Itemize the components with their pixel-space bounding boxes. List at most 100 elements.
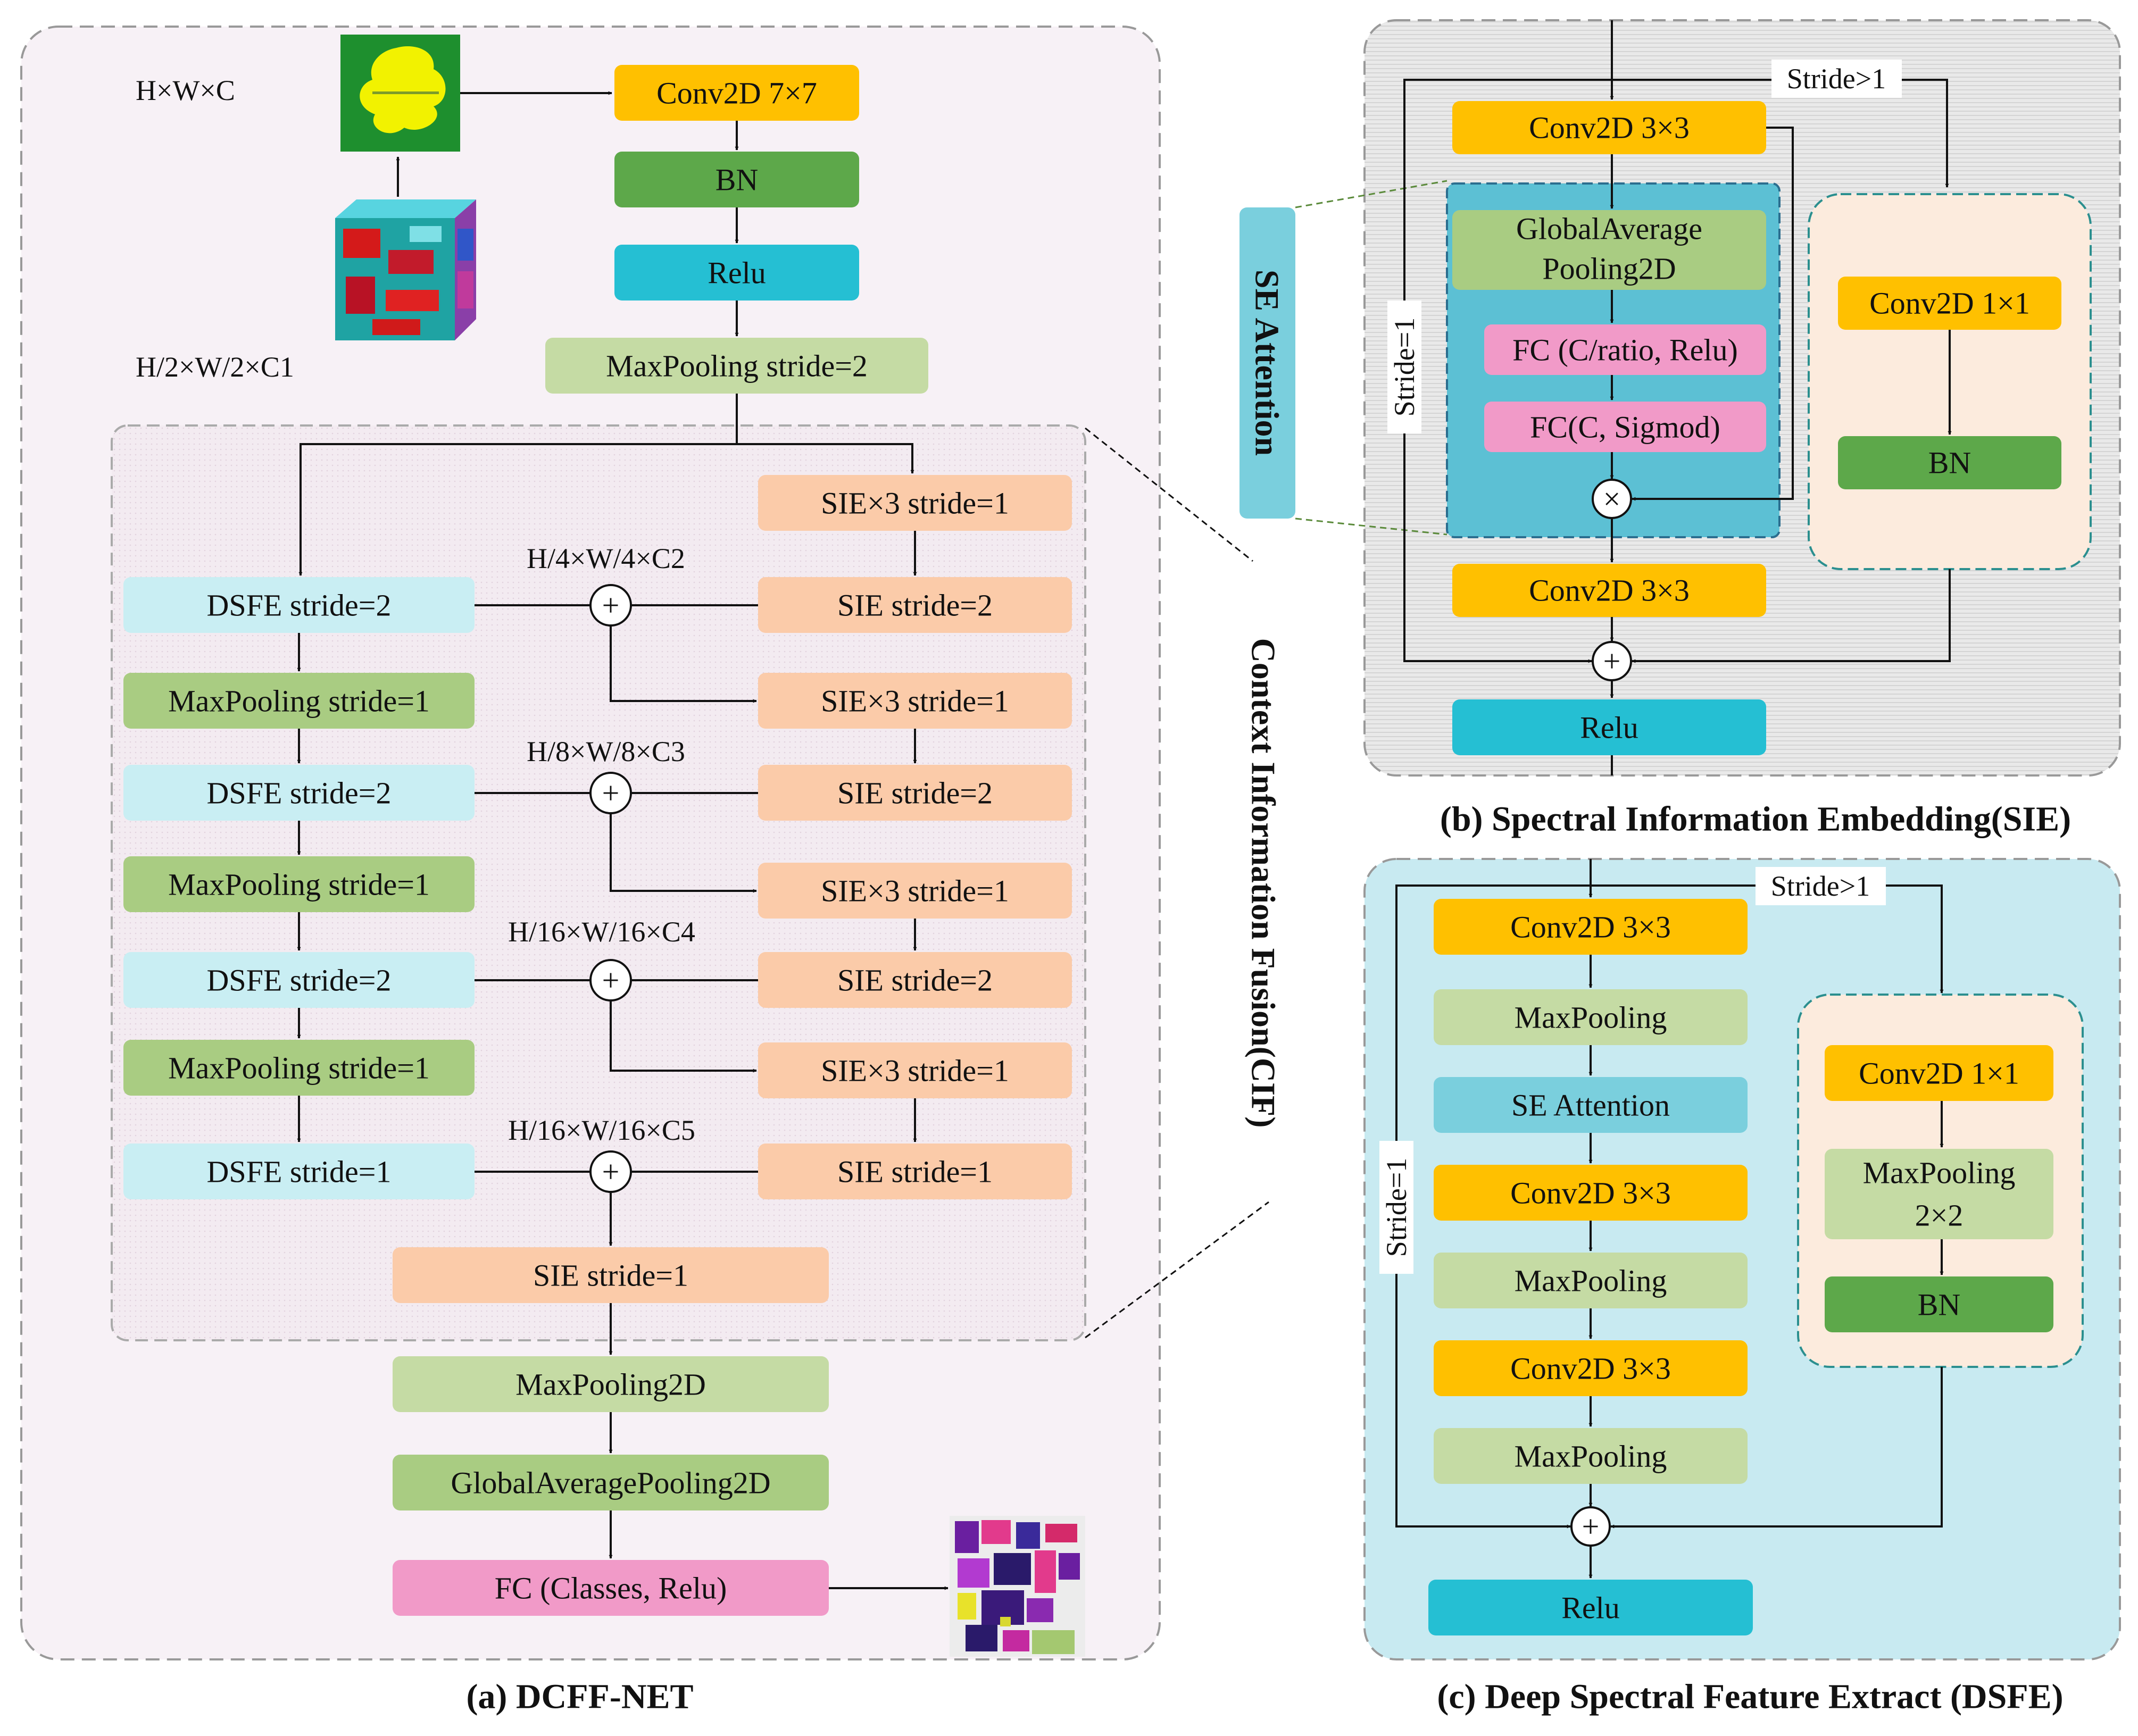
sie-short-bn-box: BN <box>1838 436 2061 489</box>
fusion-sie-box: SIE stride=1 <box>393 1247 829 1303</box>
stem-bn-box: BN <box>614 152 859 207</box>
dsfe-box-1: DSFE stride=2 <box>123 577 475 633</box>
cif-vertical-label: Context Information Fusion(CIF) <box>1245 638 1283 1128</box>
sie-box-3: SIE stride=2 <box>758 952 1072 1008</box>
dsfe-stride-eq-tag: Stride=1 <box>1379 1141 1413 1274</box>
dsfe-se-box: SE Attention <box>1434 1077 1748 1133</box>
dsfe-stride-eq-label: Stride=1 <box>1380 1158 1412 1257</box>
sie-relu-box: Relu <box>1452 699 1766 755</box>
cif-region <box>111 424 1086 1341</box>
dsfe-stride-gt-tag: Stride>1 <box>1756 867 1886 905</box>
sie-add-symbol: + <box>1603 644 1621 679</box>
sie-gap-label-line1: GlobalAverage <box>1516 212 1702 246</box>
panel-b-sie: SE Attention Conv2D 3×3 GlobalAverage Po… <box>1239 19 2121 839</box>
panel-b-caption: (b) Spectral Information Embedding(SIE) <box>1440 800 2071 839</box>
dim-input-label: H×W×C <box>136 74 235 106</box>
sie-stride-eq-tag: Stride=1 <box>1387 301 1421 433</box>
se-attention-side-label: SE Attention <box>1249 270 1286 456</box>
panel-c-dsfe: Conv2D 3×3 MaxPooling SE Attention Conv2… <box>1363 858 2121 1716</box>
dsfe-box-2: DSFE stride=2 <box>123 765 475 821</box>
dsfe-pool1-box: MaxPooling <box>1434 989 1748 1045</box>
sie3-box-1: SIE×3 stride=1 <box>758 475 1072 531</box>
hyperspectral-cube-thumbnail <box>335 199 476 340</box>
sie-fc2-box: FC(C, Sigmod) <box>1484 402 1766 452</box>
dsfe-pool2-label: MaxPooling <box>1515 1264 1667 1298</box>
stem-relu-label: Relu <box>708 256 766 290</box>
cif-zoom-line-top <box>1085 427 1253 562</box>
add-node-symbol: + <box>602 963 620 998</box>
dsfe-pool-label-1: MaxPooling stride=1 <box>168 684 430 719</box>
dsfe-short-pool-box: MaxPooling 2×2 <box>1825 1149 2053 1239</box>
dsfe-projection-shortcut <box>1591 884 1944 994</box>
panel-a-dcff-net: H×W×C H/2×W/2×C1 <box>20 26 1161 1716</box>
dsfe-pool-box-3: MaxPooling stride=1 <box>123 1040 475 1096</box>
stem-maxpool-box: MaxPooling stride=2 <box>545 338 928 394</box>
se-zoom-line-top <box>1295 180 1447 208</box>
dim-stem-label: H/2×W/2×C1 <box>136 351 294 383</box>
stem-to-dsfe-arrow <box>298 394 738 576</box>
dsfe-relu-box: Relu <box>1428 1580 1753 1635</box>
sie-short-conv-box: Conv2D 1×1 <box>1838 277 2061 330</box>
sie-gap-label-line2: Pooling2D <box>1542 252 1676 286</box>
sie-relu-label: Relu <box>1580 711 1638 745</box>
stem-bn-label: BN <box>716 163 759 197</box>
head-gap-box: GlobalAveragePooling2D <box>393 1455 829 1510</box>
sie-box-2: SIE stride=2 <box>758 765 1072 821</box>
stem-to-sie-arrow <box>737 443 914 474</box>
sie-stride-eq-label: Stride=1 <box>1388 318 1420 416</box>
sie-box-1: SIE stride=2 <box>758 577 1072 633</box>
dsfe-conv2-label: Conv2D 3×3 <box>1510 1176 1671 1211</box>
sie-label-1: SIE stride=2 <box>837 588 993 623</box>
stem-relu-box: Relu <box>614 245 859 301</box>
dsfe-short-pool-label-line2: 2×2 <box>1915 1198 1964 1233</box>
dsfe-conv1-box: Conv2D 3×3 <box>1434 899 1748 955</box>
dsfe-label-1: DSFE stride=2 <box>207 588 392 623</box>
dsfe-conv3-label: Conv2D 3×3 <box>1510 1351 1671 1386</box>
dsfe-label-3: DSFE stride=2 <box>207 963 392 998</box>
sie-multiply-symbol: × <box>1603 482 1621 516</box>
dsfe-pool2-box: MaxPooling <box>1434 1253 1748 1308</box>
dsfe-short-bn-label: BN <box>1918 1288 1961 1322</box>
stem-conv7x7-box: Conv2D 7×7 <box>614 65 859 121</box>
sie3-box-2: SIE×3 stride=1 <box>758 673 1072 729</box>
fusion-arrow <box>610 813 757 893</box>
sie-gap-box: GlobalAverage Pooling2D <box>1452 210 1766 290</box>
dsfe-pool-box-1: MaxPooling stride=1 <box>123 673 475 729</box>
dsfe-conv3-box: Conv2D 3×3 <box>1434 1340 1748 1396</box>
head-maxpool-label: MaxPooling2D <box>515 1367 706 1402</box>
se-zoom-line-bottom <box>1295 518 1447 536</box>
sie-stride-gt-tag: Stride>1 <box>1771 60 1902 98</box>
add-node-symbol: + <box>602 1155 620 1189</box>
dsfe-short-pool-label-line1: MaxPooling <box>1863 1156 2016 1190</box>
panel-c-caption: (c) Deep Spectral Feature Extract (DSFE) <box>1437 1677 2063 1716</box>
fusion-sie-label: SIE stride=1 <box>533 1258 688 1293</box>
sie3-box-4: SIE×3 stride=1 <box>758 1042 1072 1098</box>
dsfe-pool-label-3: MaxPooling stride=1 <box>168 1051 430 1086</box>
se-scale-arrow <box>1632 127 1794 501</box>
sie-fc1-box: FC (C/ratio, Relu) <box>1484 324 1766 375</box>
sie-conv-top-label: Conv2D 3×3 <box>1529 111 1690 145</box>
add-node-symbol: + <box>602 776 620 811</box>
sie-fc1-label: FC (C/ratio, Relu) <box>1512 333 1738 368</box>
fusion-arrow <box>610 1000 757 1073</box>
sie-fc2-label: FC(C, Sigmod) <box>1530 410 1720 445</box>
dsfe-pool1-label: MaxPooling <box>1515 1000 1667 1035</box>
dsfe-relu-label: Relu <box>1561 1591 1620 1625</box>
dsfe-short-bn-box: BN <box>1825 1276 2053 1332</box>
classification-map-thumbnail <box>950 1516 1085 1657</box>
sie-stride-gt-label: Stride>1 <box>1787 63 1886 95</box>
dsfe-box-3: DSFE stride=2 <box>123 952 475 1008</box>
sie-projection-shortcut <box>1612 79 1949 188</box>
head-fc-box: FC (Classes, Relu) <box>393 1560 829 1616</box>
dsfe-label-2: DSFE stride=2 <box>207 776 392 811</box>
head-maxpool-box: MaxPooling2D <box>393 1356 829 1412</box>
sie-box-4: SIE stride=1 <box>758 1144 1072 1199</box>
sie-conv-bottom-label: Conv2D 3×3 <box>1529 573 1690 608</box>
sie-label-4: SIE stride=1 <box>837 1155 993 1189</box>
cif-zoom-line-bottom <box>1085 1201 1269 1339</box>
fusion-arrow <box>610 625 757 703</box>
head-gap-label: GlobalAveragePooling2D <box>451 1466 770 1500</box>
head-fc-label: FC (Classes, Relu) <box>495 1571 727 1606</box>
dsfe-pool-label-2: MaxPooling stride=1 <box>168 867 430 902</box>
se-attention-side-box: SE Attention <box>1239 207 1295 519</box>
